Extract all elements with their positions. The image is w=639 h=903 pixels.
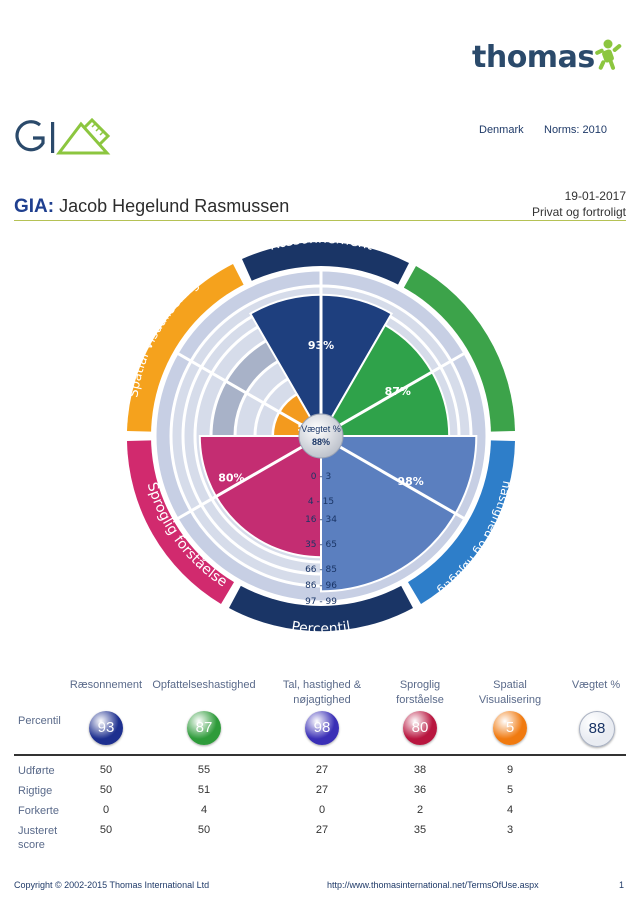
wedge-label-1: 87%	[385, 385, 411, 398]
percentile-bubble-1: 87	[187, 711, 221, 745]
percentile-bubble-5: 88	[579, 711, 615, 747]
center-label: Vægtet %	[301, 424, 341, 434]
band-label-2: 16 - 34	[305, 515, 337, 525]
cell-rigtige-0: 50	[99, 784, 113, 796]
wedge-3	[198, 435, 322, 559]
country-label: Denmark	[479, 124, 524, 136]
gia-logo-graphic	[15, 117, 111, 155]
cell-udforte-1: 55	[197, 764, 211, 776]
column-header-1: Opfattelseshastighed	[152, 679, 256, 691]
band-label-4: 66 - 85	[305, 565, 337, 575]
wedge-dividers	[176, 270, 466, 521]
confidential-label: Privat og fortroligt	[531, 205, 626, 219]
cell-rigtige-2: 27	[315, 784, 329, 796]
band-label-0: 0 - 3	[311, 472, 331, 482]
band-label-3: 35 - 65	[305, 540, 337, 550]
band-label-1: 4 - 15	[308, 497, 334, 507]
cell-forkerte-4: 4	[506, 804, 514, 816]
thomas-figure-icon	[595, 39, 622, 70]
band-label-6: 97 - 99	[305, 597, 337, 607]
candidate-name: Jacob Hegelund Rasmussen	[59, 196, 290, 216]
gia-logo	[14, 116, 114, 158]
thomas-logo: thomas	[472, 38, 627, 82]
cell-forkerte-0: 0	[102, 804, 110, 816]
column-header-5: Vægtet %	[571, 679, 621, 691]
cell-rigtige-1: 51	[197, 784, 211, 796]
table-divider	[14, 754, 626, 756]
wedge-label-3: 80%	[218, 472, 244, 485]
percentile-bubble-2: 98	[305, 711, 339, 745]
band-label-5: 86 - 96	[305, 581, 337, 591]
footer-copyright: Copyright © 2002-2015 Thomas Internation…	[14, 880, 210, 890]
gia-wheel-chart: 0 - 3 4 - 15 16 - 34 35 - 65 66 - 85 86 - 96 9…	[121, 236, 521, 637]
report-meta: 19-01-2017 Privat og fortroligt	[532, 188, 626, 220]
title-prefix: GIA:	[14, 196, 55, 217]
brand-name: thomas	[472, 40, 595, 75]
percentile-bubble-3: 80	[403, 711, 437, 745]
row-label-udforte: Udførte	[18, 765, 55, 777]
cell-justeret-0: 50	[99, 824, 113, 836]
center-value: 88%	[312, 437, 330, 447]
cell-rigtige-3: 36	[413, 784, 427, 796]
cell-udforte-4: 9	[506, 764, 514, 776]
cell-forkerte-3: 2	[416, 804, 424, 816]
column-header-2: Tal, hastighed &nøjagtighed	[282, 679, 362, 706]
cell-forkerte-1: 4	[200, 804, 208, 816]
report-date: 19-01-2017	[564, 189, 626, 203]
header-divider	[14, 220, 626, 221]
row-label-rigtige: Rigtige	[18, 785, 53, 797]
cell-justeret-1: 50	[197, 824, 211, 836]
footer-terms-link[interactable]: http://www.thomasinternational.net/Terms…	[327, 880, 539, 890]
footer-page-number: 1	[619, 880, 625, 890]
cell-udforte-0: 50	[99, 764, 113, 776]
cell-justeret-4: 3	[506, 824, 514, 836]
cell-forkerte-2: 0	[318, 804, 326, 816]
row-label-forkerte: Forkerte	[18, 805, 59, 817]
percentile-bubble-4: 5	[493, 711, 527, 745]
wedge-2	[320, 435, 478, 593]
page-title: GIA: Jacob Hegelund Rasmussen	[14, 196, 289, 218]
cell-justeret-2: 27	[315, 824, 329, 836]
cell-udforte-2: 27	[315, 764, 329, 776]
row-label-percentil: Percentil	[18, 715, 61, 727]
norms-label: Norms: 2010	[544, 124, 607, 136]
cell-udforte-3: 38	[413, 764, 427, 776]
wedge-label-2: 98%	[397, 475, 423, 488]
outer-label-bottom: Percentil	[290, 619, 352, 637]
wedge-label-0: 93%	[308, 339, 334, 352]
cell-rigtige-4: 5	[506, 784, 514, 796]
cell-justeret-3: 35	[413, 824, 427, 836]
score-wedges	[198, 293, 478, 593]
center-disc	[298, 413, 344, 459]
percentile-bubble-0: 93	[89, 711, 123, 745]
column-header-0: Ræsonnement	[69, 679, 143, 691]
percentile-band-labels: 0 - 3 4 - 15 16 - 34 35 - 65 66 - 85 86 - 96 9…	[305, 472, 337, 607]
